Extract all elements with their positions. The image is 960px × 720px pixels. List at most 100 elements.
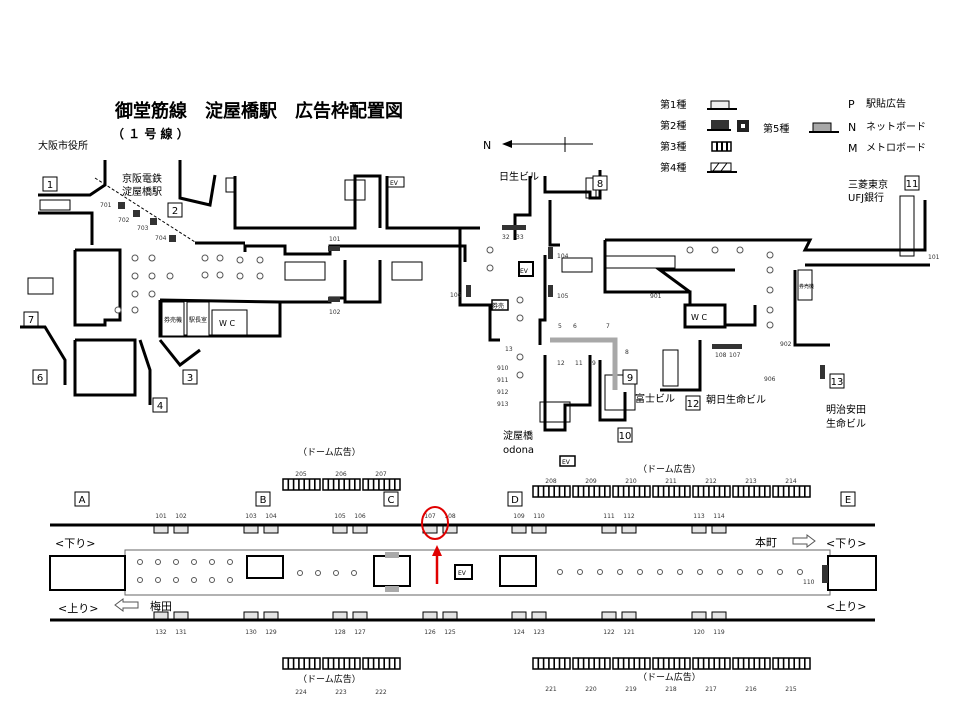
platform-ad-slot[interactable]: [621, 525, 637, 534]
platform-ad-slot[interactable]: [691, 611, 707, 620]
exit-number: 13: [831, 377, 844, 388]
column: [201, 254, 209, 262]
column: [766, 251, 774, 259]
column: [766, 286, 774, 294]
dome-ad-slot[interactable]: [692, 485, 731, 498]
platform-ad-slot[interactable]: [263, 611, 279, 620]
column: [516, 296, 524, 304]
concourse-ad-label: 101: [928, 254, 940, 261]
platform-ad-slot[interactable]: [153, 611, 169, 620]
end-ad-label: 110: [803, 579, 815, 586]
platform-ad-slot[interactable]: [173, 525, 189, 534]
platform-ad-slot[interactable]: [601, 611, 617, 620]
dome-ad-slot[interactable]: [612, 657, 651, 670]
exit-number: 8: [597, 179, 603, 190]
dome-ad-slot[interactable]: [532, 485, 571, 498]
platform-ad-slot[interactable]: [243, 611, 259, 620]
dome-ad-slot[interactable]: [282, 657, 321, 670]
exit-number: 1: [47, 180, 53, 191]
dome-ad-label: 222: [375, 689, 387, 696]
dome-ad-label: 206: [335, 471, 347, 478]
platform-ad-label: 111: [603, 513, 615, 520]
dome-ad-slot[interactable]: [612, 485, 651, 498]
legend-code-p-label: 駅貼広告: [866, 97, 906, 110]
platform-ad-slot[interactable]: [691, 525, 707, 534]
dome-ad-label: 209: [585, 478, 597, 485]
platform-ad-slot[interactable]: [332, 525, 348, 534]
platform-ad-slot[interactable]: [263, 525, 279, 534]
column: [766, 321, 774, 329]
label-keihan-station: 淀屋橋駅: [122, 185, 162, 198]
block-marker: [383, 491, 399, 507]
column: [516, 353, 524, 361]
dome-ad-slot[interactable]: [322, 657, 361, 670]
dome-ad-slot[interactable]: [732, 485, 771, 498]
place-labels: 大阪市役所 京阪電鉄 淀屋橋駅 日生ビル 三菱東京 UFJ銀行 富士ビル 朝日生…: [38, 139, 888, 456]
column: [486, 246, 494, 254]
platform-ad-slot[interactable]: [332, 611, 348, 620]
platform-ad-label: 114: [713, 513, 725, 520]
dome-ad-slot[interactable]: [572, 657, 611, 670]
platform-column: [315, 570, 321, 576]
platform-elevator: [454, 564, 473, 580]
platform-ad-slot[interactable]: [153, 525, 169, 534]
dome-ad-slot[interactable]: [282, 478, 321, 491]
dome-ad-slot[interactable]: [772, 657, 811, 670]
block-marker: [840, 491, 856, 507]
platform-ad-slot[interactable]: [352, 611, 368, 620]
dome-ad-label: 213: [745, 478, 757, 485]
dome-ad-slot[interactable]: [322, 478, 361, 491]
column: [736, 246, 744, 254]
type2-symbol: [711, 120, 729, 130]
dome-ad-slot[interactable]: [572, 485, 611, 498]
platform-ad-label: 113: [693, 513, 705, 520]
exit-number: 9: [627, 373, 633, 384]
platform-ad-label: 112: [623, 513, 635, 520]
platform-ad-slot[interactable]: [621, 611, 637, 620]
platform-ad-slot[interactable]: [422, 611, 438, 620]
dome-ad-slot[interactable]: [772, 485, 811, 498]
dome-ad-slot[interactable]: [652, 657, 691, 670]
column: [148, 290, 156, 298]
dome-ad-slot[interactable]: [362, 478, 401, 491]
platform-ad-label: 103: [245, 513, 257, 520]
platform-ad-slot[interactable]: [442, 611, 458, 620]
platform-column: [597, 569, 603, 575]
platform-ad-slot[interactable]: [511, 611, 527, 620]
platform-ad-label: 131: [175, 629, 187, 636]
dome-ad-slot[interactable]: [652, 485, 691, 498]
concourse-floor-plan: [20, 160, 930, 467]
exit-box: [182, 369, 198, 385]
concourse-ad-label: 913: [497, 401, 509, 408]
platform-column: [209, 559, 215, 565]
platform-ad-slot[interactable]: [601, 525, 617, 534]
concourse-ad-label: 9: [592, 360, 596, 367]
platform-ad-slot[interactable]: [442, 525, 458, 534]
dome-ad-slot[interactable]: [732, 657, 771, 670]
platform-ad-slot[interactable]: [531, 611, 547, 620]
platform-ad-slot[interactable]: [243, 525, 259, 534]
concourse-ad-label: 702: [118, 217, 130, 224]
platform-ad-slot[interactable]: [711, 611, 727, 620]
exit-number: 7: [28, 315, 34, 326]
direction-down-west: <下り>: [55, 537, 95, 550]
platform-ad-label: 104: [265, 513, 277, 520]
label-fuji: 富士ビル: [635, 392, 675, 405]
direction-down-east: <下り>: [826, 537, 866, 550]
platform-column: [737, 569, 743, 575]
platform-ad-slot[interactable]: [711, 525, 727, 534]
platform-ad-slot[interactable]: [173, 611, 189, 620]
column: [256, 256, 264, 264]
platform-ad-slot[interactable]: [511, 525, 527, 534]
platform-column: [227, 559, 233, 565]
north-arrow-icon: N: [483, 137, 593, 152]
dome-ad-slot[interactable]: [532, 657, 571, 670]
dome-ad-label: 217: [705, 686, 717, 693]
dome-ad-slot[interactable]: [362, 657, 401, 670]
block-label: B: [260, 495, 267, 506]
dome-ad-slot[interactable]: [692, 657, 731, 670]
concourse-ad-label: 5: [558, 323, 562, 330]
platform-ad-slot[interactable]: [352, 525, 368, 534]
platform-ad-slot[interactable]: [531, 525, 547, 534]
